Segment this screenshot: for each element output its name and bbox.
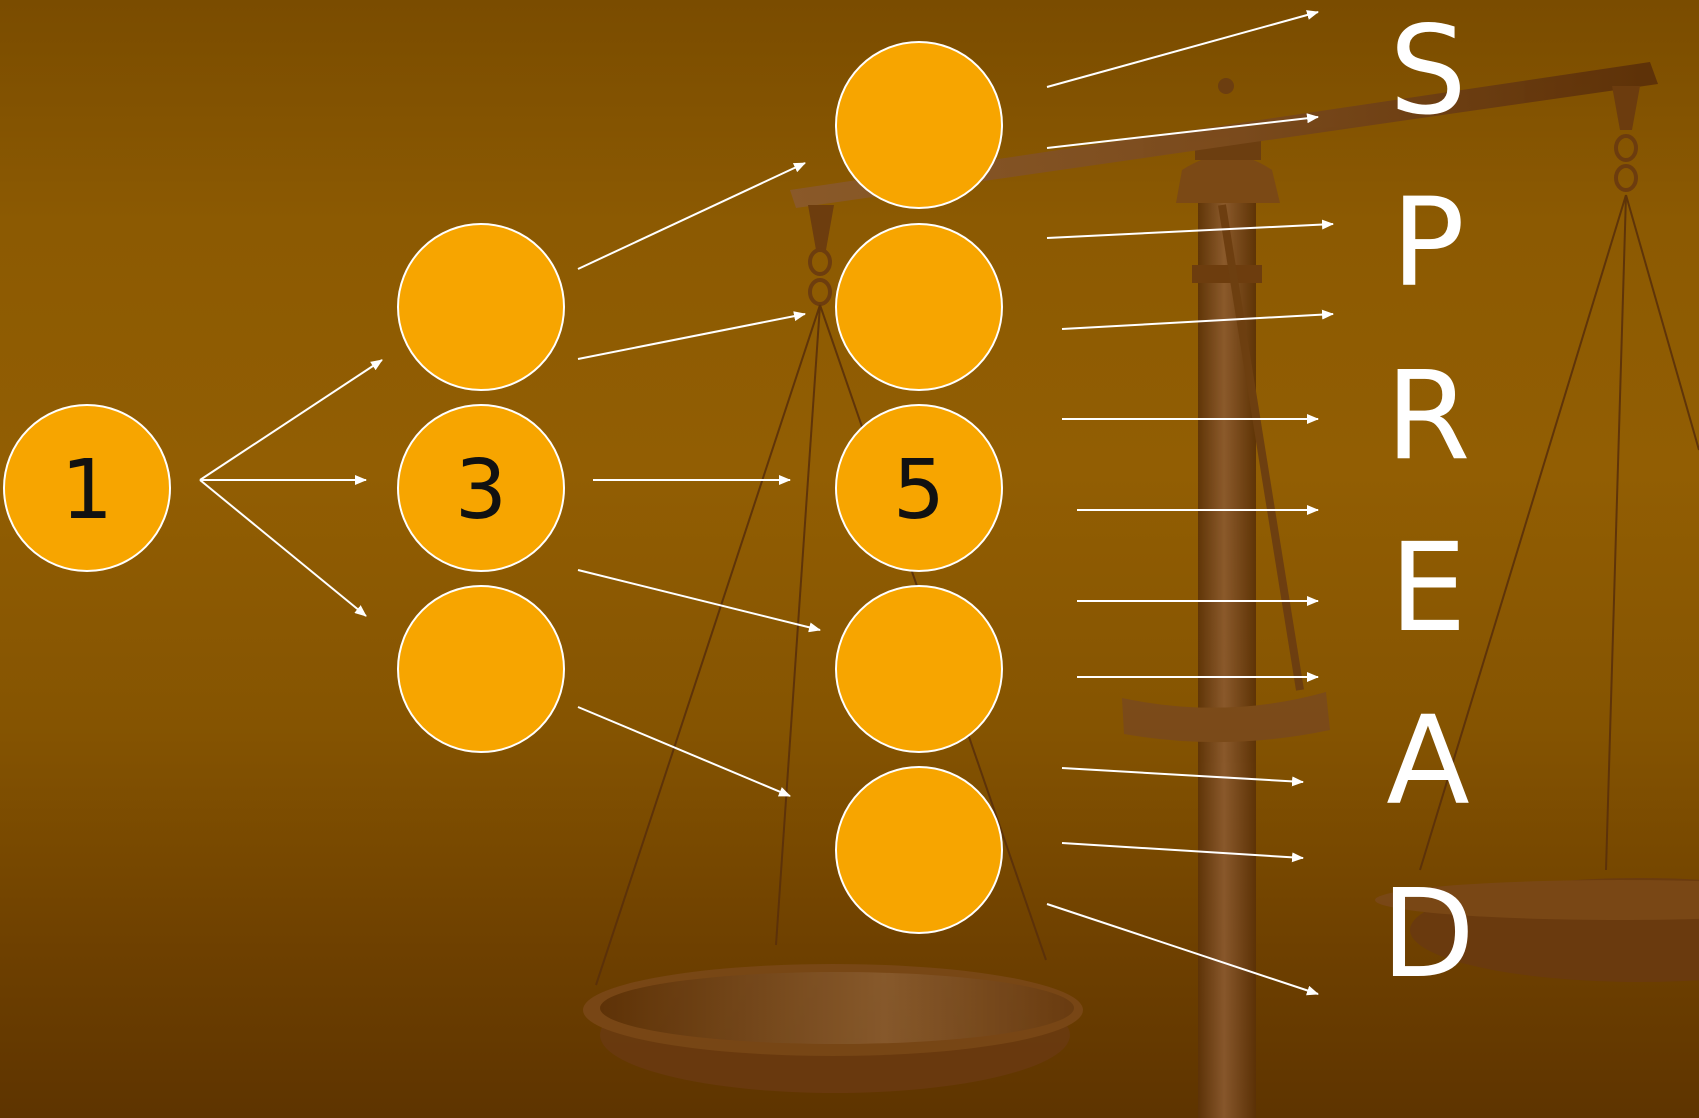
arrow-right-10 <box>1061 842 1304 863</box>
node-5-circle <box>835 404 1003 572</box>
left-hanger-ring-top <box>808 248 832 276</box>
nodes <box>3 41 1003 934</box>
scale-strut <box>1218 204 1304 691</box>
letter-e: E <box>1389 517 1466 659</box>
scale-base-bracket <box>1122 692 1330 743</box>
node-right-1 <box>835 41 1003 209</box>
arrow-right-4 <box>1061 309 1334 330</box>
node-right-5 <box>835 766 1003 934</box>
right-chain-2 <box>1605 194 1627 871</box>
arrow-mid-2 <box>577 311 806 360</box>
letter-d: D <box>1381 863 1475 1005</box>
node-mid-bottom <box>397 585 565 753</box>
arrow-right-2 <box>1046 113 1319 149</box>
arrows <box>199 10 1334 996</box>
arrow-1-to-upper <box>199 359 383 481</box>
node-3-circle <box>397 404 565 572</box>
arrow-1-to-lower <box>199 479 367 617</box>
node-mid-top <box>397 223 565 391</box>
right-hanger-ring-top <box>1614 134 1638 162</box>
arrow-mid-5 <box>577 706 791 797</box>
node-labels: 1 3 5 <box>61 443 945 538</box>
node-right-2 <box>835 223 1003 391</box>
arrow-mid-1 <box>577 162 806 270</box>
left-hanger-ring-bottom <box>808 278 832 306</box>
right-pan-rim <box>1375 880 1699 920</box>
right-hanger <box>1612 86 1640 130</box>
right-chain-3 <box>1625 194 1699 451</box>
letter-s: S <box>1389 0 1466 142</box>
left-hanger <box>808 205 834 250</box>
scale-pivot-knob <box>1218 78 1234 94</box>
arrow-right-9 <box>1061 767 1304 787</box>
scale-pole-collar <box>1192 265 1262 283</box>
letter-a: A <box>1386 690 1469 832</box>
node-3-label: 3 <box>455 443 507 538</box>
arrow-right-3 <box>1046 219 1334 239</box>
scale-cap <box>1176 155 1280 203</box>
node-right-4 <box>835 585 1003 753</box>
node-5-label: 5 <box>893 443 945 538</box>
arrow-mid-4 <box>577 569 821 633</box>
letter-p: P <box>1391 172 1465 314</box>
arrow-right-11 <box>1046 903 1319 996</box>
node-1-circle <box>3 404 171 572</box>
right-chain-1 <box>1419 194 1627 871</box>
balance-scale-illustration <box>583 62 1699 1118</box>
arrow-right-1 <box>1046 10 1319 88</box>
node-1-label: 1 <box>61 443 113 538</box>
spread-letters: S P R E A D <box>1381 0 1475 1005</box>
scale-beam <box>790 62 1658 208</box>
letter-r: R <box>1386 345 1471 487</box>
left-pan-inner <box>600 972 1074 1044</box>
left-chain-1 <box>595 304 821 986</box>
right-hanger-ring-bottom <box>1614 164 1638 192</box>
